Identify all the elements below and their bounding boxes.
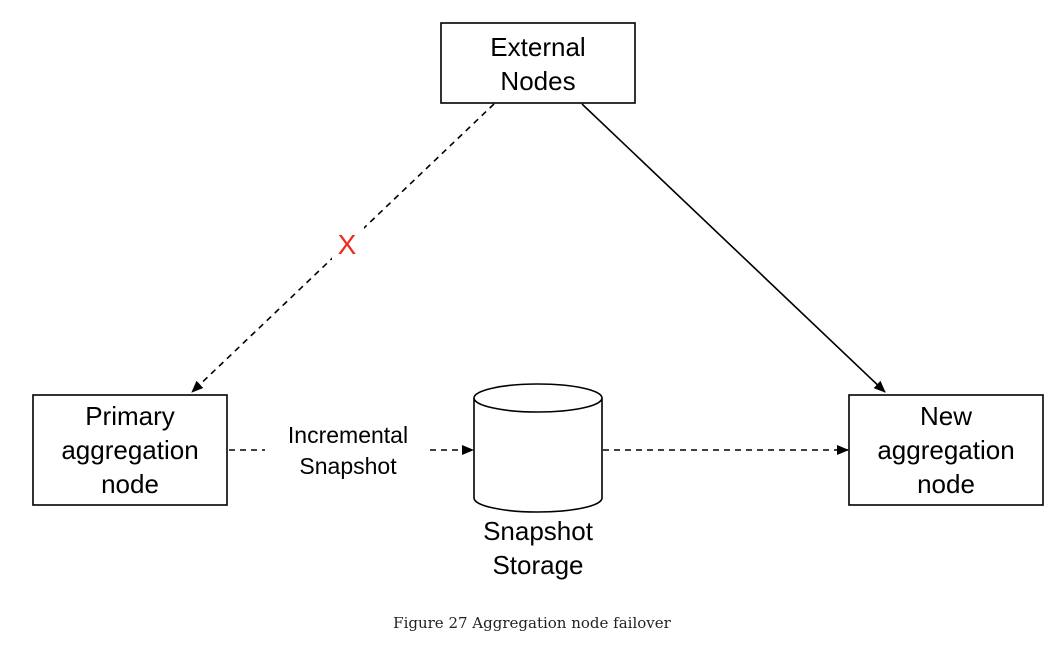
failure-mark: X [338,229,357,260]
new-node-label-line-1: New [920,401,972,431]
primary-node-label-line-1: Primary [85,401,175,431]
primary-node-label-line-2: aggregation [61,435,198,465]
external-nodes-label-line-2: Nodes [500,66,575,96]
failure-mark-background [332,227,364,261]
snapshot-storage-label-line-1: Snapshot [483,516,594,546]
snapshot-storage-cylinder-icon [473,383,603,513]
snapshot-storage-label-line-2: Storage [492,550,583,580]
edge-external-to-new [581,103,886,393]
new-aggregation-node-box: New aggregation node [848,394,1044,506]
external-nodes-label-line-1: External [490,32,585,62]
edge-external-to-primary [191,103,495,393]
new-node-label-line-2: aggregation [877,435,1014,465]
incremental-snapshot-line-1: Incremental [288,422,408,448]
figure-caption: Figure 27 Aggregation node failover [393,614,671,632]
primary-aggregation-node-box: Primary aggregation node [32,394,228,506]
new-node-label-line-3: node [917,469,975,499]
incremental-snapshot-label: Incremental Snapshot [288,422,408,479]
incremental-snapshot-line-2: Snapshot [299,453,397,479]
primary-node-label-line-3: node [101,469,159,499]
failover-diagram: X External Nodes Primary aggregation nod… [32,22,1044,580]
external-nodes-box: External Nodes [440,22,636,104]
